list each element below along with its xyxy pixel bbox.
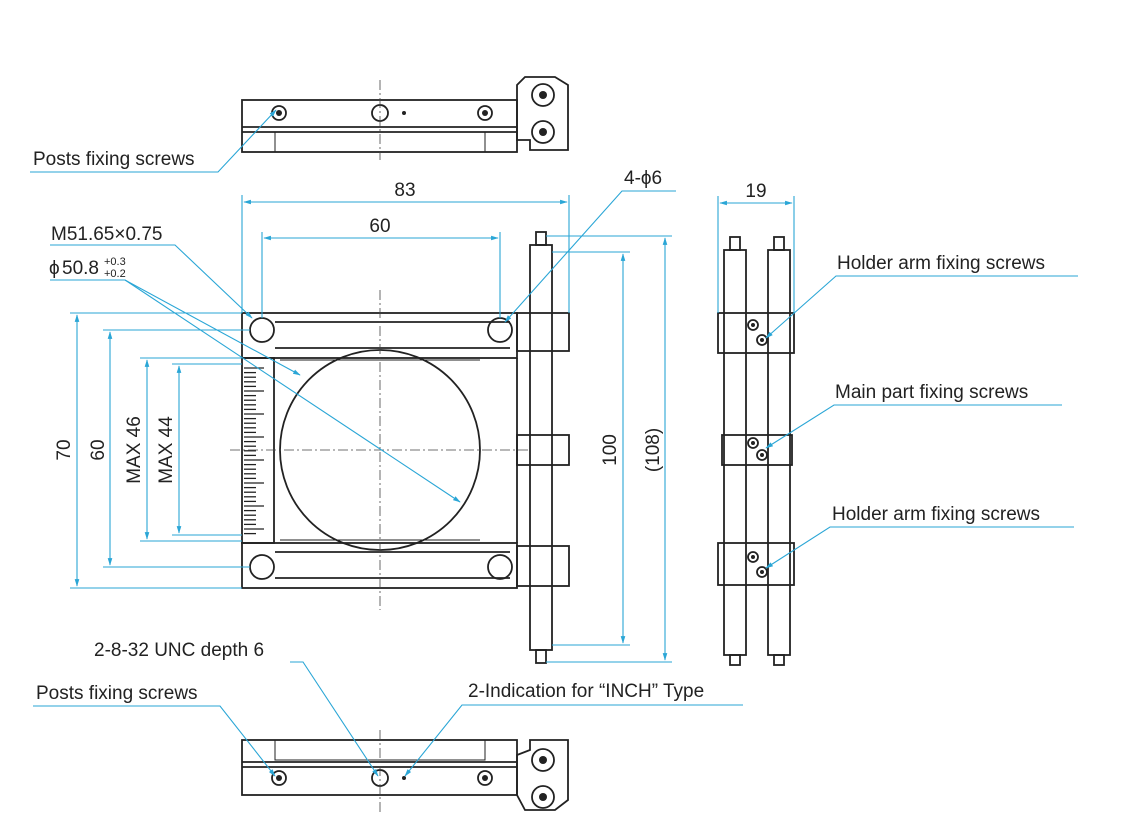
callout-unc-thread: 2-8-32 UNC depth 6: [94, 640, 264, 661]
dim-height-60: 60: [88, 439, 109, 460]
callout-inch-indication: 2-Indication for “INCH” Type: [468, 681, 704, 702]
callout-bottom-posts-fixing-screws: Posts fixing screws: [36, 683, 198, 704]
callout-diameter-value: 50.8: [62, 258, 99, 279]
front-view: [230, 231, 570, 664]
callout-top-posts-fixing-screws: Posts fixing screws: [33, 149, 195, 170]
dim-hole-pitch: 60: [369, 216, 390, 237]
bottom-view: [241, 730, 569, 815]
callout-holder-arm-bottom: Holder arm fixing screws: [832, 504, 1040, 525]
callout-holes: 4-ϕ6: [624, 168, 662, 189]
callout-labels: Posts fixing screws M51.65×0.75 ϕ 50.8 +…: [33, 149, 1045, 704]
callout-holder-arm-top: Holder arm fixing screws: [837, 253, 1045, 274]
scale-ticks: [244, 367, 264, 535]
dim-overall-width: 83: [394, 180, 415, 201]
dim-height-70: 70: [54, 439, 75, 460]
dim-post-108: (108): [643, 428, 664, 472]
side-view: [717, 236, 795, 666]
leader-lines: [30, 109, 1078, 777]
callout-tolerance-lower: +0.2: [104, 268, 126, 280]
callout-main-part: Main part fixing screws: [835, 382, 1028, 403]
dim-post-100: 100: [600, 434, 621, 466]
callout-tolerance-upper: +0.3: [104, 256, 126, 268]
dimension-lines: [70, 195, 795, 663]
dimension-labels: 83 60 19 70 60 MAX 46 MAX 44 100 (108): [54, 180, 767, 484]
dim-max-46: MAX 46: [124, 416, 145, 484]
dim-side-width: 19: [745, 181, 766, 202]
callout-thread-spec: M51.65×0.75: [51, 224, 162, 245]
top-view: [241, 76, 569, 160]
dim-max-44: MAX 44: [156, 416, 177, 484]
callout-diameter-symbol: ϕ: [49, 258, 60, 279]
